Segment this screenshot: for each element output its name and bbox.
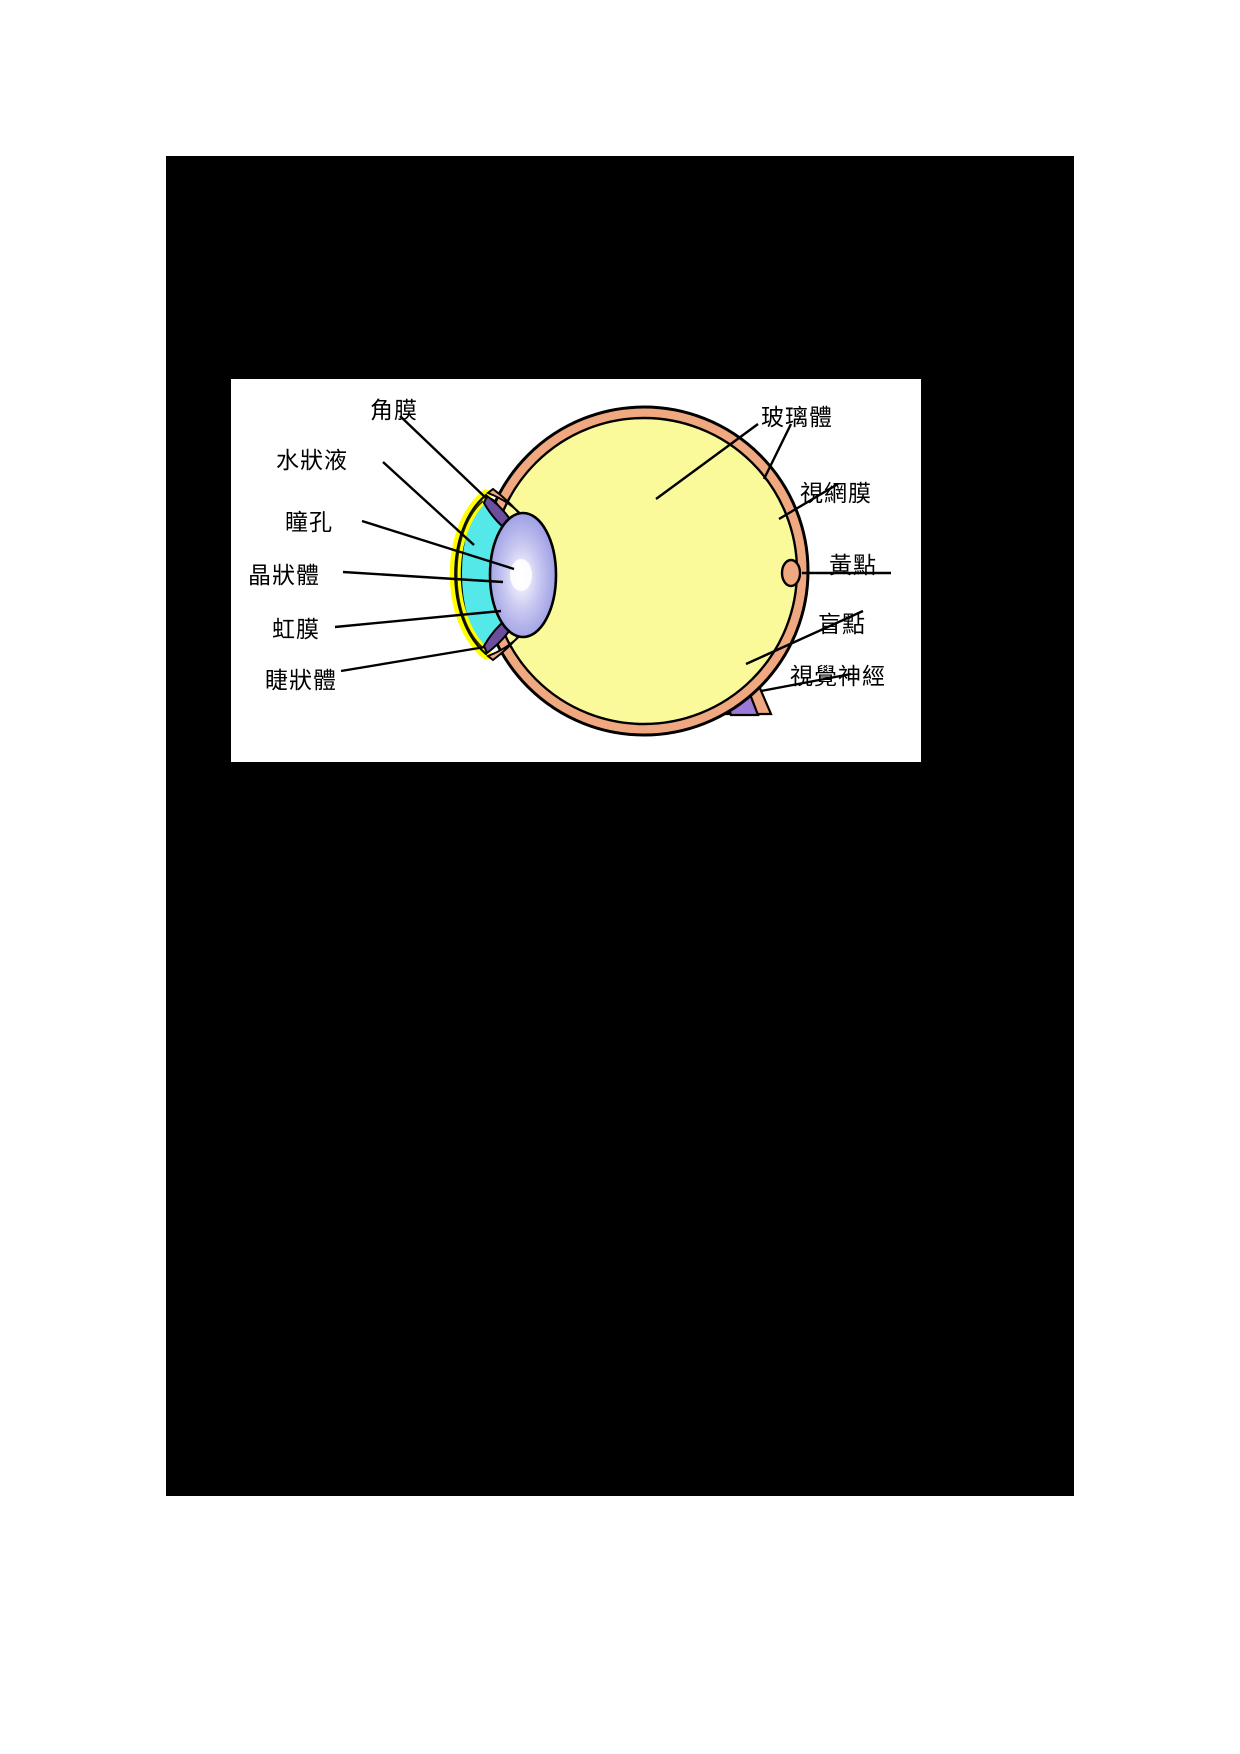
leader-vitreous-body xyxy=(655,423,759,500)
label-ciliary-body: 睫狀體 xyxy=(265,668,337,694)
label-macula: 黃點 xyxy=(829,553,877,579)
leader-pupil xyxy=(361,519,515,571)
eyeball-globe xyxy=(478,405,810,737)
eye-diagram-figure xyxy=(231,379,921,762)
leader-blind-spot xyxy=(745,609,864,666)
macula-shape xyxy=(780,558,802,588)
label-pupil: 瞳孔 xyxy=(285,510,333,536)
black-background-block xyxy=(166,156,1074,1496)
label-blind-spot: 盲點 xyxy=(818,612,866,638)
label-lens: 晶狀體 xyxy=(248,563,320,589)
leader-aqueous-humor xyxy=(382,461,475,546)
label-optic-nerve: 視覺神經 xyxy=(790,664,886,690)
leader-ciliary-body xyxy=(340,645,486,673)
leader-lens xyxy=(342,570,504,584)
leader-retina xyxy=(778,482,839,521)
eye-anatomy-illustration xyxy=(231,379,921,762)
cornea-outline xyxy=(454,493,488,656)
leader-cornea xyxy=(399,415,488,500)
leader-optic-nerve xyxy=(760,672,852,693)
label-cornea: 角膜 xyxy=(370,398,418,424)
leader-lines-left xyxy=(334,415,515,673)
label-aqueous-humor: 水狀液 xyxy=(276,448,348,474)
leader-lines-right xyxy=(655,423,891,693)
cornea-inner-outline xyxy=(455,500,484,649)
pupil-shape xyxy=(510,559,532,591)
label-iris: 虹膜 xyxy=(272,617,320,643)
leader-vitreous-body-2 xyxy=(762,423,793,480)
label-retina: 視網膜 xyxy=(800,481,872,507)
anterior-segment xyxy=(449,487,558,662)
leader-iris xyxy=(334,609,502,629)
label-vitreous-body: 玻璃體 xyxy=(761,405,833,431)
